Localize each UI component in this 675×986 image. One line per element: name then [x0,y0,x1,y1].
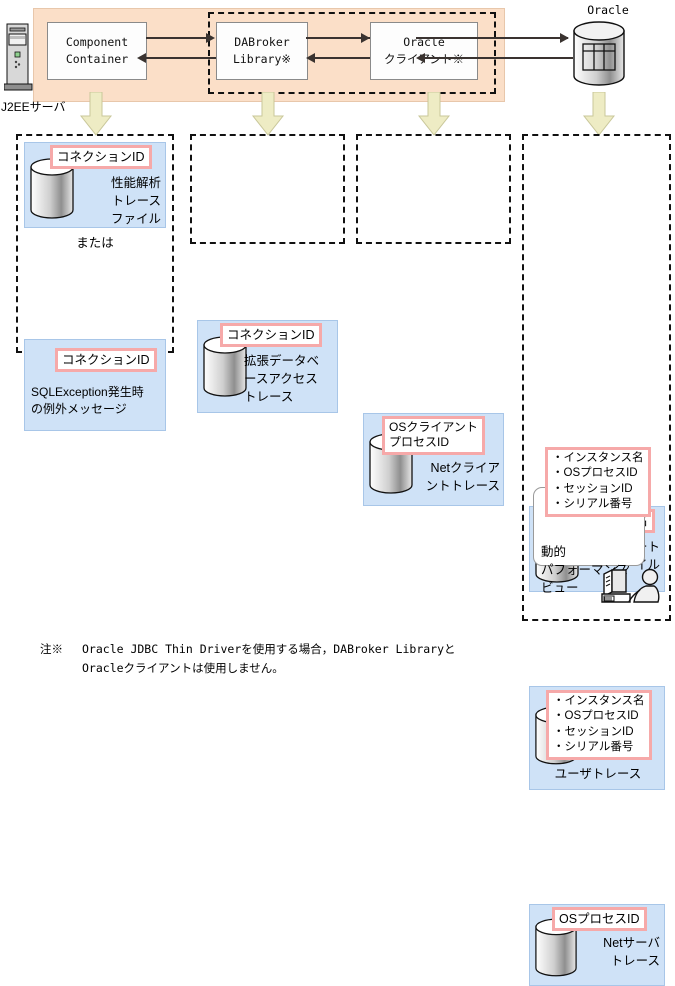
arrowhead-right-oracledb-in [560,33,569,43]
key-list-item: ・OSプロセスID [552,467,638,480]
caption-user-trace: ユーザトレース [554,767,642,781]
box-component-container-line1: Component [65,35,129,50]
caption-performance-trace: 性能解析 トレース ファイル [110,176,161,226]
panel-extended-db-access-trace: コネクションID 拡張データベ ースアクセス トレース [197,320,338,413]
key-list-item: ・OSプロセスID [553,710,639,723]
panel-net-client-trace: OSクライアント プロセスID Netクライア ントトレース [363,413,504,506]
oracle-database-label: Oracle [587,3,629,17]
key-list-item: ・インスタンス名 [553,695,645,707]
caption-net-server-trace: Netサーバ トレース [603,936,660,968]
column-oracle-traces [522,134,671,621]
key-connection-id-sqlexception: コネクションID [55,348,157,373]
key-list-user-trace: ・インスタンス名 ・OSプロセスID ・セッションID ・シリアル番号 [546,690,652,760]
caption-sqlexception-message: SQLException発生時 の例外メッセージ [31,385,144,417]
down-arrow-col1 [77,91,115,136]
arrow-oracleclient-to-oracledb [416,37,568,39]
box-dabroker-library-line1: DABroker [234,35,290,50]
arrowhead-left-oracleclient-in [416,53,425,63]
box-dabroker-library-line2: Library※ [232,52,292,66]
key-list-dynamic-performance-view: ・インスタンス名 ・OSプロセスID ・セッションID ・シリアル番号 [545,447,651,517]
arrow-oracleclient-to-dabroker [315,57,370,59]
user-at-computer-icon [600,568,666,610]
oracle-database-icon [572,20,626,88]
arrow-dabroker-to-component [146,57,216,59]
caption-extended-db-access-trace: 拡張データベ ースアクセス トレース [244,354,320,404]
column-extended-db-access-trace [190,134,345,244]
panel-user-trace: ・インスタンス名 ・OSプロセスID ・セッションID ・シリアル番号 ユーザト… [529,686,665,790]
key-os-client-process-id: OSクライアント プロセスID [382,416,485,455]
key-list-item: ・シリアル番号 [553,741,634,754]
client-group-dashed-boundary [208,12,496,94]
column-net-client-trace [356,134,511,244]
arrow-oracledb-to-oracleclient [425,57,573,59]
arrowhead-left-component-in [137,53,146,63]
key-list-item: ・セッションID [553,725,634,738]
footnote-text: Oracle JDBC Thin Driverを使用する場合，DABroker … [82,642,456,675]
footnote: 注※ Oracle JDBC Thin Driverを使用する場合，DABrok… [40,640,640,677]
arrowhead-right-dabroker-in [206,33,215,43]
box-component-container[interactable]: Component Container [47,22,147,80]
panel-performance-trace: コネクションID 性能解析 トレース ファイル [24,142,166,228]
key-connection-id-extended-db: コネクションID [220,323,322,348]
box-component-container-line2: Container [65,52,129,66]
arrowhead-left-dabroker-in [306,53,315,63]
footnote-marker: 注※ [40,642,63,656]
box-oracle-client[interactable]: Oracle クライアント※ [370,22,478,80]
panel-sqlexception-message: コネクションID SQLException発生時 の例外メッセージ [24,339,166,431]
key-list-item: ・セッションID [552,482,633,495]
key-list-item: ・シリアル番号 [552,498,633,511]
arrow-dabroker-to-oracleclient [306,37,370,39]
panel-net-server-trace: OSプロセスID Netサーバ トレース [529,904,665,986]
arrowhead-right-oracleclient-in [361,33,370,43]
server-tower-icon [3,22,34,94]
down-arrow-col2 [249,91,287,136]
down-arrow-col4 [580,91,618,136]
box-dabroker-library[interactable]: DABroker Library※ [216,22,308,80]
caption-net-client-trace: Netクライア ントトレース [425,461,500,493]
j2ee-server-label: J2EEサーバ [1,100,66,114]
arrow-component-to-dabroker [146,37,208,39]
separator-or-text: または [76,236,114,250]
key-list-item: ・インスタンス名 [552,452,644,464]
down-arrow-col3 [415,91,453,136]
key-os-process-id-netserver: OSプロセスID [552,907,647,932]
key-connection-id-perf: コネクションID [50,145,152,170]
